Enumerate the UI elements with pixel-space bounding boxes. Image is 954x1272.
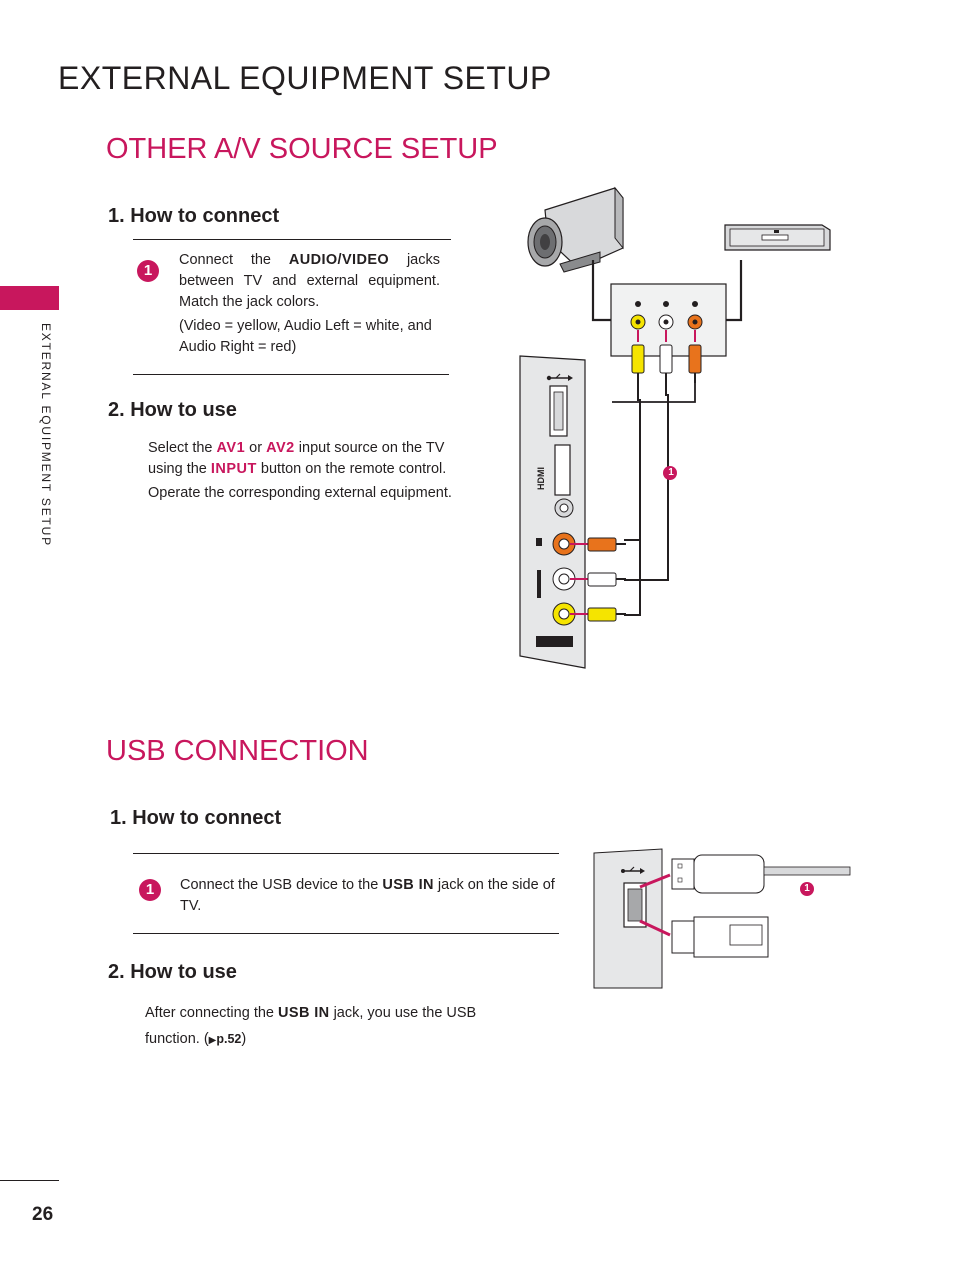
usb-symbol-icon <box>621 866 645 874</box>
usb-use-heading: 2. How to use <box>108 961 237 983</box>
av-step-badge: 1 <box>137 260 159 282</box>
camcorder-icon <box>527 186 624 273</box>
av-connect-text: Connect the AUDIO/VIDEO jacks between TV… <box>179 252 440 310</box>
av-connect-heading: 1. How to connect <box>108 205 280 227</box>
footer-rule <box>0 1180 59 1181</box>
usb-connect-bottom-rule <box>133 933 559 934</box>
usb-in-keyword: USB IN <box>382 877 434 893</box>
usb-connection-diagram <box>593 848 851 989</box>
av2-keyword: AV2 <box>266 440 295 456</box>
av-section-title: OTHER A/V SOURCE SETUP <box>106 133 498 165</box>
av-connect-bottom-rule <box>133 374 449 375</box>
usb-connect-heading: 1. How to connect <box>110 807 282 829</box>
usb-connect-top-rule <box>133 853 559 854</box>
usb-in-keyword-2: USB IN <box>278 1005 330 1021</box>
av1-keyword: AV1 <box>216 440 246 456</box>
usb-symbol-icon <box>546 373 573 381</box>
av-diagram-callout: 1 <box>668 467 674 478</box>
side-tab-marker <box>0 286 59 310</box>
usb-diagram-callout: 1 <box>804 883 810 894</box>
page-number: 26 <box>32 1204 54 1225</box>
av-use-text: Select the AV1 or AV2 input source on th… <box>148 440 447 477</box>
vcr-icon <box>724 224 831 251</box>
page-title: EXTERNAL EQUIPMENT SETUP <box>58 60 552 96</box>
usb-step-badge: 1 <box>139 879 161 901</box>
av-use-text-2: Operate the corresponding external equip… <box>148 485 452 501</box>
usb-section-title: USB CONNECTION <box>106 735 369 767</box>
input-keyword: INPUT <box>210 461 257 477</box>
side-section-label: EXTERNAL EQUIPMENT SETUP <box>39 323 53 547</box>
svg-text:HDMI: HDMI <box>536 467 546 490</box>
triangle-pointer-icon: ▶ <box>208 1035 217 1046</box>
av-connect-note: (Video = yellow, Audio Left = white, and… <box>179 318 432 355</box>
av-use-heading: 2. How to use <box>108 399 237 421</box>
hdmi-port-icon: HDMI <box>536 467 546 490</box>
page-reference: p.52 <box>216 1032 242 1046</box>
audio-video-keyword: AUDIO/VIDEO <box>288 252 390 268</box>
av-connection-diagram: HDMI <box>519 186 831 669</box>
usb-connect-text: Connect the USB device to the USB IN jac… <box>180 877 555 914</box>
usb-use-text: After connecting the USB IN jack, you us… <box>145 1005 477 1047</box>
av-connect-top-rule <box>133 239 451 240</box>
